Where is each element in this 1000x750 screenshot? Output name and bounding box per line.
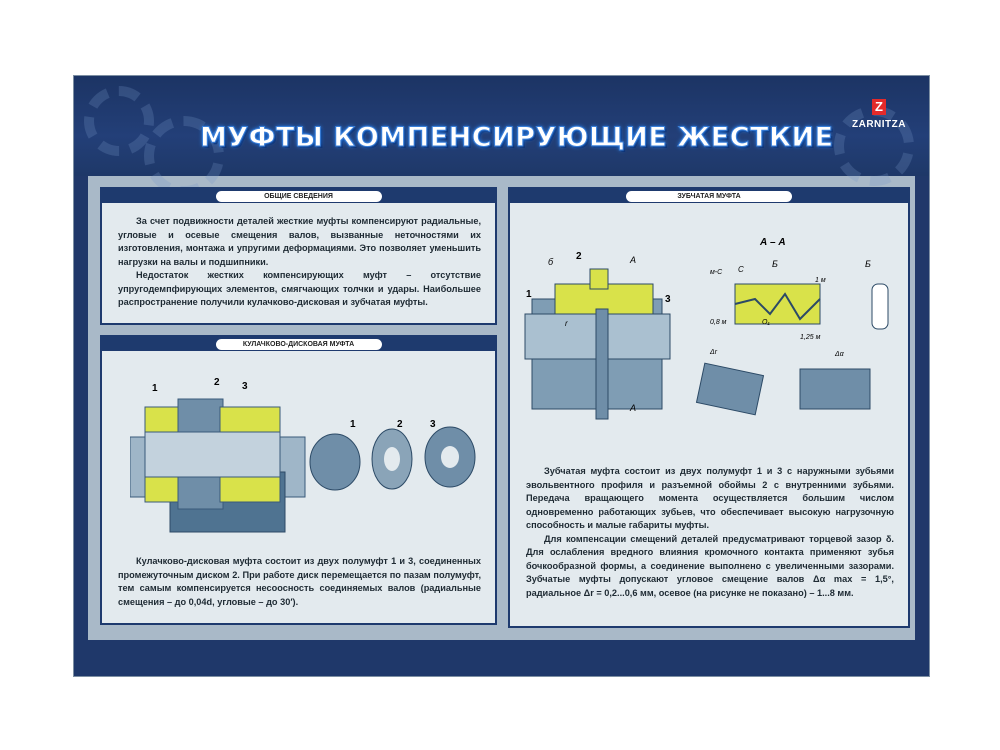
paragraph: Кулачково-дисковая муфта состоит из двух…	[118, 556, 481, 607]
section-mark-top: А	[630, 255, 637, 265]
page-title: МУФТЫ КОМПЕНСИРУЮЩИЕ ЖЕСТКИЕ	[200, 122, 834, 154]
label-c: С	[738, 265, 744, 274]
footer-band	[74, 640, 929, 676]
label-1: 1	[526, 289, 532, 300]
side-band	[915, 176, 929, 640]
section-heading: КУЛАЧКОВО-ДИСКОВАЯ МУФТА	[215, 339, 382, 350]
dim-ms: м-С	[710, 269, 723, 276]
section-heading: ЗУБЧАТАЯ МУФТА	[626, 191, 792, 202]
header-band: МУФТЫ КОМПЕНСИРУЮЩИЕ ЖЕСТКИЕ Z ZARNITZA	[74, 76, 929, 196]
label-1: 1	[152, 383, 158, 394]
gear-coupling-diagram	[524, 268, 889, 420]
label-r: r	[565, 319, 568, 328]
label-delta: б	[548, 257, 554, 267]
label-o1: О₁	[762, 319, 770, 326]
paragraph: Зубчатая муфта состоит из двух полумуфт …	[526, 466, 894, 530]
cam-disc-panel: КУЛАЧКОВО-ДИСКОВАЯ МУФТА 1 2 3 1 2 3 Кул…	[100, 335, 497, 625]
side-band	[74, 176, 88, 640]
label-2: 2	[397, 419, 403, 430]
general-panel: ОБЩИЕ СВЕДЕНИЯ За счет подвижности детал…	[100, 187, 497, 325]
logo-text: ZARNITZA	[852, 119, 906, 130]
cam-disc-diagram	[130, 398, 476, 533]
dim-08m: 0,8 м	[710, 319, 727, 326]
dim-1m: 1 м	[815, 277, 826, 284]
paragraph: Недостаток жестких компенсирующих муфт –…	[118, 270, 481, 307]
section-mark-bottom: А	[630, 403, 637, 413]
label-1: 1	[350, 419, 356, 430]
label-b: Б	[772, 259, 778, 269]
logo-mark: Z	[872, 99, 886, 115]
gear-icon	[84, 86, 154, 156]
section-title: А – А	[760, 237, 786, 248]
gear-coupling-panel: ЗУБЧАТАЯ МУФТА 1 2 3 б А А r А – А Б Б С…	[508, 187, 910, 628]
label-3: 3	[430, 419, 436, 430]
dim-125m: 1,25 м	[800, 334, 821, 341]
label-b: Б	[865, 259, 871, 269]
paragraph: За счет подвижности деталей жесткие муфт…	[118, 216, 481, 267]
label-da: Δα	[835, 351, 844, 358]
label-3: 3	[242, 381, 248, 392]
label-2: 2	[576, 251, 582, 262]
logo: Z ZARNITZA	[844, 98, 914, 130]
paragraph: Для компенсации смещений деталей предусм…	[526, 533, 894, 598]
label-3: 3	[665, 294, 671, 305]
label-2: 2	[214, 377, 220, 388]
section-heading: ОБЩИЕ СВЕДЕНИЯ	[215, 191, 382, 202]
label-dr: Δr	[710, 349, 718, 356]
